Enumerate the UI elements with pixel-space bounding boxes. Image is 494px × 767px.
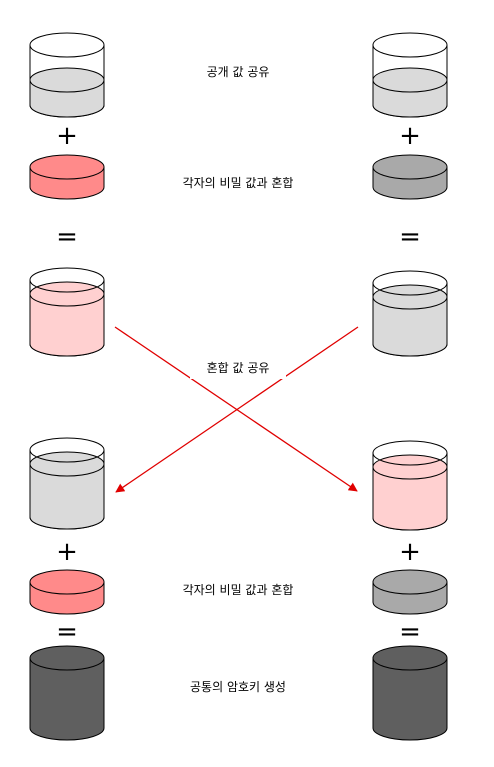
step-share-public-label: 공개 값 공유 [207,65,270,79]
right-received-cup [372,440,448,531]
right-secret-disc-2 [372,569,448,615]
step-share-mixed-label: 혼합 값 공유 [207,361,270,375]
left-secret-disc [29,154,105,200]
left-mixed-cup [29,267,105,357]
plus-sign-right-2: + [399,537,421,567]
right-public-cup [372,32,448,118]
equals-sign-left-1: = [56,222,78,252]
left-public-cup [29,32,105,118]
left-shared-key-cylinder [29,645,105,741]
step-mix-secret-again-label: 각자의 비밀 값과 혼합 [183,583,294,597]
plus-sign-left-2: + [56,537,78,567]
equals-sign-right-2: = [399,617,421,647]
left-secret-disc-2 [29,569,105,615]
right-secret-disc [372,154,448,200]
step-mix-secret-label: 각자의 비밀 값과 혼합 [183,176,294,190]
right-mixed-cup [372,270,448,357]
right-shared-key-cylinder [372,645,448,741]
step-result-label: 공통의 암호키 생성 [190,680,286,694]
equals-sign-left-2: = [56,617,78,647]
arrow-left-to-right [114,326,358,492]
arrow-right-to-left [115,326,359,493]
plus-sign-left-1: + [56,121,78,151]
left-received-cup [29,437,105,530]
plus-sign-right-1: + [399,121,421,151]
equals-sign-right-1: = [399,222,421,252]
